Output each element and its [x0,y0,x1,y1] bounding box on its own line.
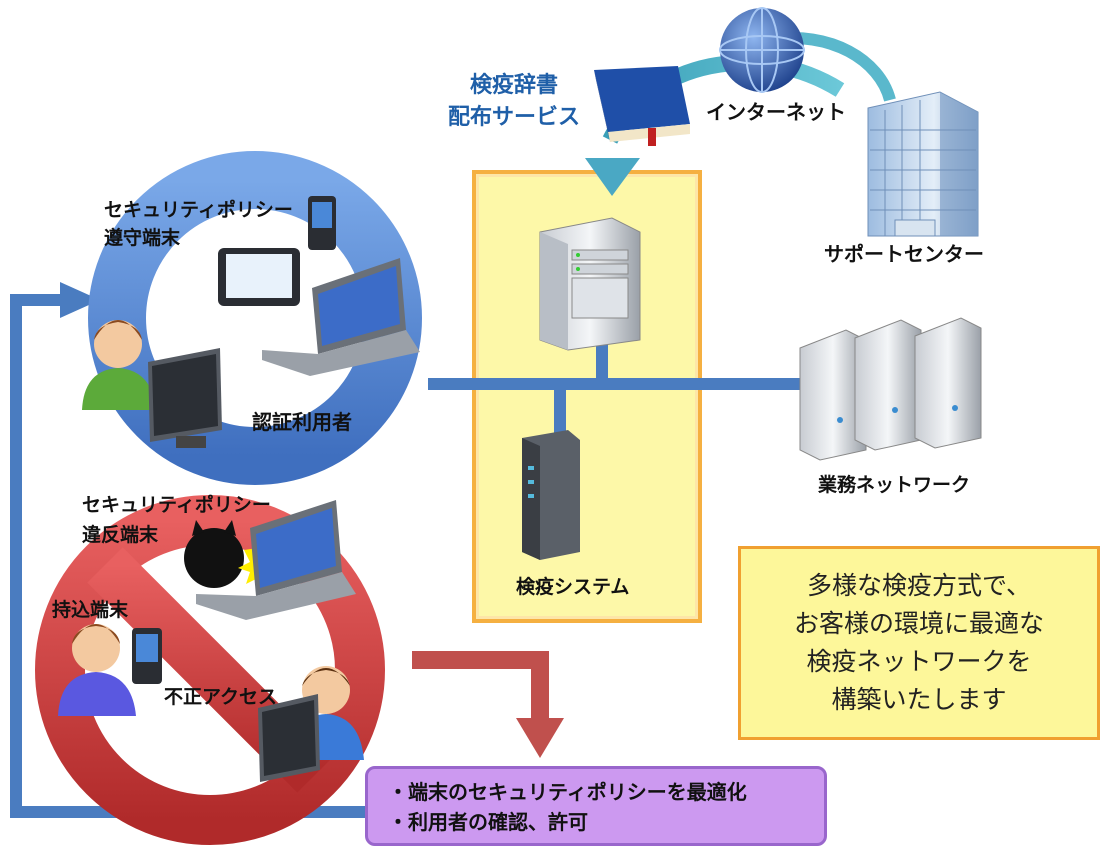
unauthorized-access-label: 不正アクセス [164,686,278,708]
result-item: ・端末のセキュリティポリシーを最適化 [388,780,747,804]
quarantine-system-label: 検疫システム [516,576,630,598]
message-line: 構築いたします [831,685,1007,714]
monitor-icon [148,348,222,448]
message-line: 検疫ネットワークを [806,647,1032,676]
globe-icon [719,7,805,93]
red-arrow [412,651,564,758]
laptop-icon [196,500,356,620]
server-icon [539,217,641,351]
result-box: ・端末のセキュリティポリシーを最適化 ・利用者の確認、許可 [365,766,827,846]
result-item: ・利用者の確認、許可 [388,810,588,834]
message-line: お客様の環境に最適な [793,609,1044,638]
business-network-label: 業務ネットワーク [818,474,971,496]
monitor-icon [258,694,320,782]
tablet-icon [218,248,300,306]
laptop-icon [262,258,420,376]
authenticated-user-label: 認証利用者 [252,410,352,434]
business-servers-icon [799,317,982,461]
message-line: 多様な検疫方式で、 [806,571,1031,600]
down-arrow-head [585,158,640,196]
building-icon [867,91,979,237]
book-icon [594,66,690,146]
smartphone-icon [308,196,336,250]
user-icon [82,320,156,410]
message-box: 多様な検疫方式で、 お客様の環境に最適な 検疫ネットワークを 構築いたします [738,546,1100,740]
smartphone-icon [132,628,162,684]
carried-in-terminal-label: 持込端末 [52,599,129,621]
internet-label: インターネット [706,100,846,124]
hacker-icon [184,520,244,588]
network-lines [428,340,800,438]
dictionary-service-label: 検疫辞書 配布サービス [448,73,581,130]
violating-terminal-label: セキュリティポリシー 違反端末 [82,494,271,546]
support-center-label: サポートセンター [824,242,984,266]
router-icon [522,430,580,560]
user-icon [58,624,136,716]
compliant-terminal-label: セキュリティポリシー 遵守端末 [104,199,293,249]
loop-arrow-head [60,282,100,318]
